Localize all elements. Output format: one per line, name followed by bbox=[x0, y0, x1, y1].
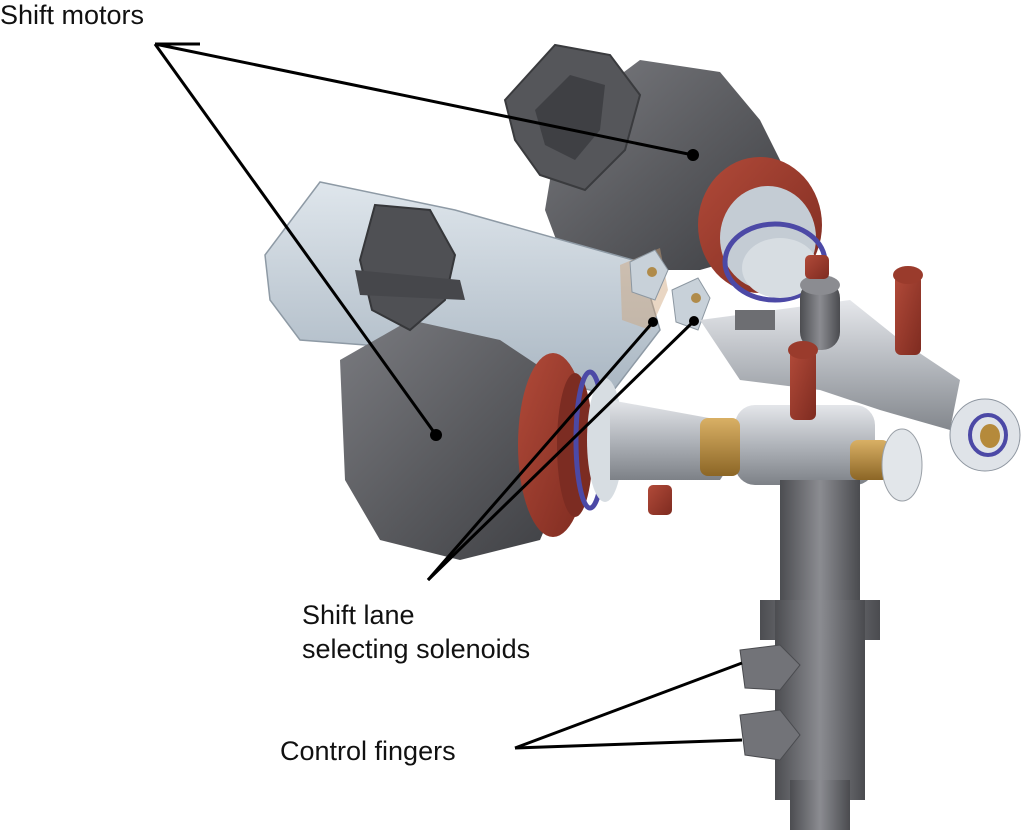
label-shift-motors: Shift motors bbox=[0, 0, 145, 30]
solenoid-mount-tab-2 bbox=[671, 277, 711, 331]
label-control-fingers: Control fingers bbox=[280, 736, 456, 766]
red-screws bbox=[648, 255, 923, 515]
solenoid-housing bbox=[264, 181, 711, 396]
label-shift-lane-solenoids: Shift lane selecting solenoids bbox=[302, 598, 530, 666]
brass-thread-left bbox=[700, 418, 740, 476]
leader-solenoid-1 bbox=[426, 321, 655, 581]
leader-finger-upper bbox=[514, 661, 743, 750]
leader-solenoid-2 bbox=[426, 319, 696, 582]
selector-shaft bbox=[739, 480, 880, 830]
leader-shift-motors-upper bbox=[154, 42, 694, 157]
label-solenoids-line1: Shift lane bbox=[302, 600, 415, 630]
shift-mechanism bbox=[610, 275, 1021, 502]
control-finger-upper bbox=[739, 644, 801, 691]
lower-motor-connector bbox=[358, 203, 457, 332]
control-finger-lower bbox=[739, 709, 801, 761]
leader-lines bbox=[153, 42, 743, 750]
brass-thread-right bbox=[850, 440, 890, 480]
leader-shift-motors-lower bbox=[153, 43, 438, 436]
leader-finger-lower bbox=[514, 738, 743, 750]
upper-shift-motor bbox=[503, 43, 828, 303]
label-solenoids-line2: selecting solenoids bbox=[302, 634, 531, 664]
leader-endpoints bbox=[430, 149, 699, 441]
